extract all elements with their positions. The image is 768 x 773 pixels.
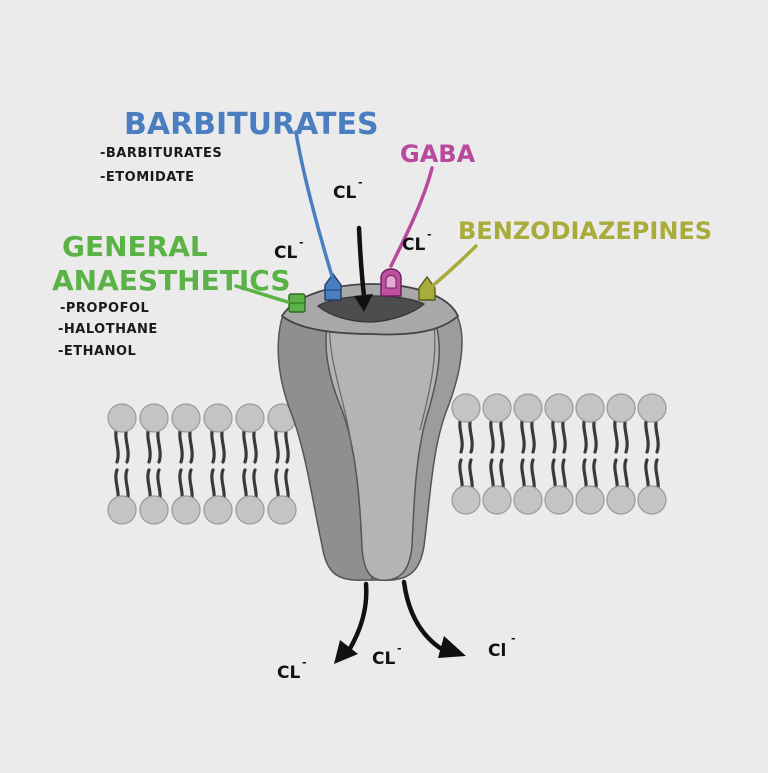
lipid-molecule <box>606 393 636 515</box>
lipid-bilayer-right <box>451 393 667 515</box>
lipid-molecule <box>575 393 605 515</box>
binding-site-benzodiazepines <box>418 275 436 301</box>
leader-line-gaba <box>389 166 434 268</box>
label-general-anaesthetics-item: -ETHANOL <box>58 344 136 359</box>
leader-line-barbiturates <box>294 130 334 278</box>
lipid-head <box>606 393 636 423</box>
label-barbiturates-item: -ETOMIDATE <box>100 170 195 185</box>
ion-label-bottom-left: CL - <box>277 656 307 683</box>
ion-base: CL <box>402 235 425 255</box>
ion-label-bottom-right: Cl - <box>488 632 516 661</box>
lipid-molecule <box>107 403 137 525</box>
arrow-in <box>356 225 367 299</box>
binding-site-gaba <box>380 268 402 297</box>
label-general-anaesthetics-line1: GENERAL <box>62 230 208 263</box>
lipid-head <box>637 485 667 515</box>
lipid-head <box>575 393 605 423</box>
lipid-molecule <box>513 393 543 515</box>
ion-charge: - <box>397 642 402 655</box>
lipid-head <box>606 485 636 515</box>
lipid-molecule <box>139 403 169 525</box>
lipid-molecule <box>267 403 297 525</box>
label-general-anaesthetics-line2: ANAESTHETICS <box>52 264 290 297</box>
lipid-molecule <box>171 403 201 525</box>
lipid-head <box>139 495 169 525</box>
ion-charge: - <box>427 228 432 241</box>
lipid-head <box>513 485 543 515</box>
ion-charge: - <box>358 176 363 189</box>
lipid-molecule <box>451 393 481 515</box>
lipid-head <box>171 403 201 433</box>
lipid-head <box>451 485 481 515</box>
lipid-head <box>637 393 667 423</box>
ion-base: Cl <box>488 641 506 661</box>
lipid-molecule <box>235 403 265 525</box>
lipid-head <box>235 495 265 525</box>
lipid-head <box>575 485 605 515</box>
label-general-anaesthetics-item: -PROPOFOL <box>60 301 149 316</box>
lipid-head <box>482 485 512 515</box>
arrow-out-right-head <box>438 636 466 658</box>
leader-line-benzodiazepines <box>428 244 478 290</box>
lipid-bilayer-left <box>107 403 297 525</box>
lipid-head <box>203 495 233 525</box>
ion-base: CL <box>372 649 395 669</box>
arrow-out-right <box>401 579 443 651</box>
ion-label-bottom-center: CL - <box>372 642 402 669</box>
label-barbiturates-item: -BARBITURATES <box>100 146 222 161</box>
leader-line-general-anaesthetics <box>234 284 290 304</box>
label-gaba-title: GABA <box>400 140 476 168</box>
lipid-head <box>544 485 574 515</box>
lipid-molecule <box>203 403 233 525</box>
lipid-molecule <box>482 393 512 515</box>
lipid-molecule <box>544 393 574 515</box>
lipid-head <box>139 403 169 433</box>
ion-flow-arrows <box>334 225 466 664</box>
arrow-in-head <box>354 294 373 312</box>
lipid-head <box>482 393 512 423</box>
ion-label-top-right: CL - <box>402 228 432 255</box>
lipid-head <box>171 495 201 525</box>
ion-base: CL <box>333 183 356 203</box>
arrow-out-left <box>345 581 369 655</box>
ion-charge: - <box>302 656 307 669</box>
lipid-molecule <box>637 393 667 515</box>
lipid-head <box>107 495 137 525</box>
binding-site-barbiturates <box>324 272 342 301</box>
lipid-head <box>513 393 543 423</box>
lipid-head <box>267 495 297 525</box>
lipid-head <box>544 393 574 423</box>
ion-label-top-center: CL - <box>333 176 363 203</box>
ion-charge: - <box>511 632 516 645</box>
ion-charge: - <box>299 236 304 249</box>
lipid-head <box>451 393 481 423</box>
lipid-head <box>203 403 233 433</box>
ion-base: CL <box>277 663 300 683</box>
ion-base: CL <box>274 243 297 263</box>
lipid-head <box>107 403 137 433</box>
binding-site-general-anaesthetics <box>288 293 306 313</box>
label-benzodiazepines-title: BENZODIAZEPINES <box>458 217 712 245</box>
lipid-head <box>235 403 265 433</box>
label-barbiturates-title: BARBITURATES <box>124 107 379 142</box>
ion-label-top-left: CL - <box>274 236 304 263</box>
arrow-out-left-head <box>334 640 358 664</box>
label-general-anaesthetics-item: -HALOTHANE <box>58 322 158 337</box>
